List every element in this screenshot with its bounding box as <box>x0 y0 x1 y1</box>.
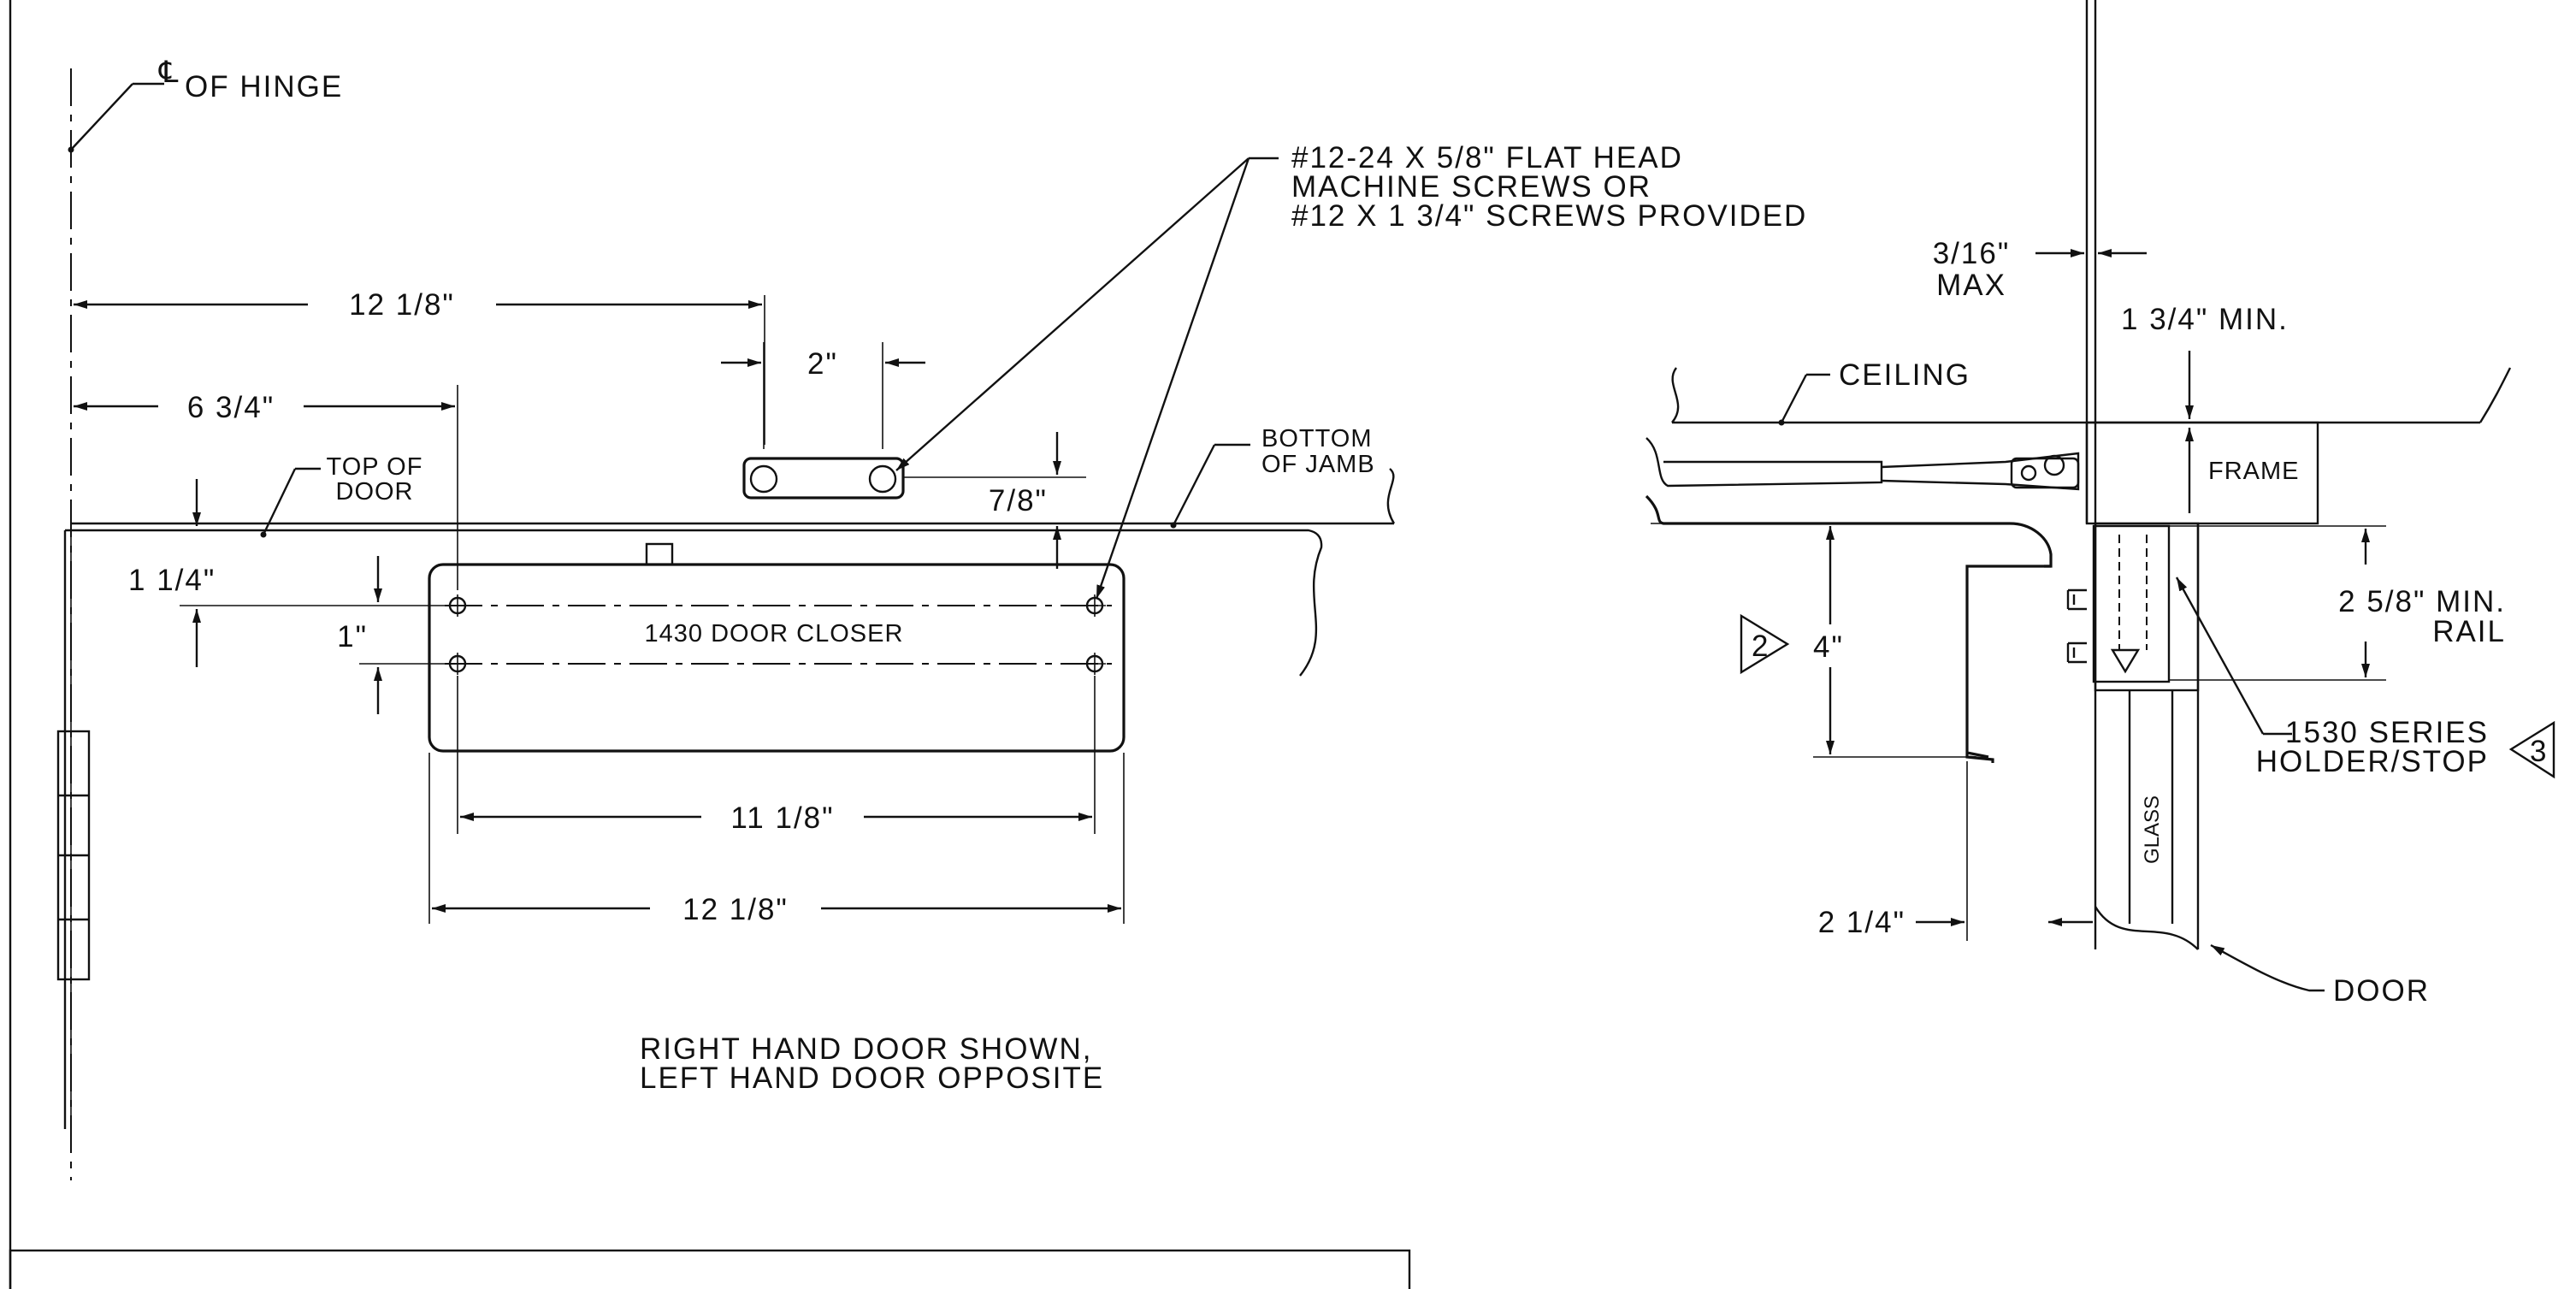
dim-hinge-to-closer: 6 3/4" <box>187 391 275 424</box>
holder-tip <box>2110 648 2141 674</box>
ceiling-break <box>2479 367 2512 423</box>
title-block-border <box>9 1249 1411 1289</box>
holder-label-1: 1530 SERIES <box>2285 716 2489 749</box>
centerline-symbol: ℄ <box>158 56 180 89</box>
screws-label-line-1: #12-24 X 5/8" FLAT HEAD <box>1291 141 1683 174</box>
ceiling-label: CEILING <box>1839 358 1970 392</box>
dim-hole-centers: 11 1/8" <box>730 801 834 835</box>
arm-pivot <box>2020 464 2037 482</box>
hand-note-line-1: RIGHT HAND DOOR SHOWN, <box>640 1032 1092 1066</box>
hand-note-line-2: LEFT HAND DOOR OPPOSITE <box>640 1061 1104 1095</box>
door-leader <box>2210 943 2325 992</box>
dim-top-to-holes: 1 1/4" <box>128 564 216 597</box>
door-break <box>2094 906 2199 950</box>
dim-hinge-to-bracket: 12 1/8" <box>349 288 455 322</box>
bottom-of-jamb-leader <box>1170 444 1216 529</box>
section-screws <box>2066 588 2087 664</box>
door-closer-body <box>428 563 1126 753</box>
callout-triangle-3 <box>2508 720 2555 779</box>
frame-label: FRAME <box>2208 458 2300 485</box>
dim-hole-spacing: 1" <box>337 620 368 653</box>
screws-label-line-3: #12 X 1 3/4" SCREWS PROVIDED <box>1291 199 1807 233</box>
dim-closer-offset: 2 1/4" <box>1818 906 1905 939</box>
hinge-leader <box>68 83 133 153</box>
screws-leader <box>1095 157 1250 600</box>
ceiling-leader <box>1778 374 1808 426</box>
callout-2-number: 2 <box>1752 630 1770 663</box>
mounting-holes <box>446 594 1106 675</box>
top-of-door-leader <box>260 468 297 538</box>
ceiling-break <box>1671 367 1680 423</box>
hinge-cl-label: OF HINGE <box>185 70 343 103</box>
closer-body-bottom <box>1967 755 1994 761</box>
holder-label-2: HOLDER/STOP <box>2256 745 2489 778</box>
screws-leader <box>895 157 1250 471</box>
dim-closer-height: 4" <box>1813 630 1844 664</box>
closer-arm <box>1645 437 1883 488</box>
section-view: GLASS 3/16" MAX 1 3/4" MIN. FRAME CEILIN… <box>1645 0 2555 1008</box>
max-gap-label-2: MAX <box>1936 269 2006 302</box>
holder-stop <box>2092 524 2171 683</box>
jamb-break-line <box>1386 468 1396 524</box>
min-rail-label-1: 2 5/8" MIN. <box>2338 585 2506 618</box>
mounting-bracket <box>742 457 905 500</box>
callout-triangle-2 <box>1740 613 1790 675</box>
door-label: DOOR <box>2333 974 2430 1008</box>
max-gap-label-1: 3/16" <box>1933 237 2011 270</box>
bracket-hole <box>749 464 778 494</box>
plan-view: 1430 DOOR CLOSER ℄ OF HINGE 12 1/8" 6 3/… <box>56 56 1807 1180</box>
glass-label: GLASS <box>2141 795 2164 864</box>
min-frame-label: 1 3/4" MIN. <box>2121 303 2289 336</box>
top-of-door-label-1: TOP OF <box>327 453 423 481</box>
holder-leader <box>2175 577 2265 735</box>
screws-label-line-2: MACHINE SCREWS OR <box>1291 170 1651 204</box>
arm-pivot <box>2043 454 2065 476</box>
closer-label: 1430 DOOR CLOSER <box>645 620 904 647</box>
bottom-of-jamb-label-1: BOTTOM <box>1261 425 1373 452</box>
callout-3-number: 3 <box>2530 735 2548 768</box>
arm-shoe <box>2010 457 2080 489</box>
closer-body-section <box>1645 494 2053 763</box>
dim-closer-length: 12 1/8" <box>682 893 789 926</box>
min-rail-label-2: RAIL <box>2432 615 2506 648</box>
dim-bracket-width: 2" <box>807 347 838 381</box>
top-of-door-label-2: DOOR <box>336 478 414 506</box>
bracket-hole <box>868 464 897 494</box>
dim-bracket-drop: 7/8" <box>989 484 1048 517</box>
top-of-door-line <box>65 529 1323 677</box>
closer-tab <box>645 542 674 566</box>
bottom-of-jamb-label-2: OF JAMB <box>1261 451 1375 478</box>
